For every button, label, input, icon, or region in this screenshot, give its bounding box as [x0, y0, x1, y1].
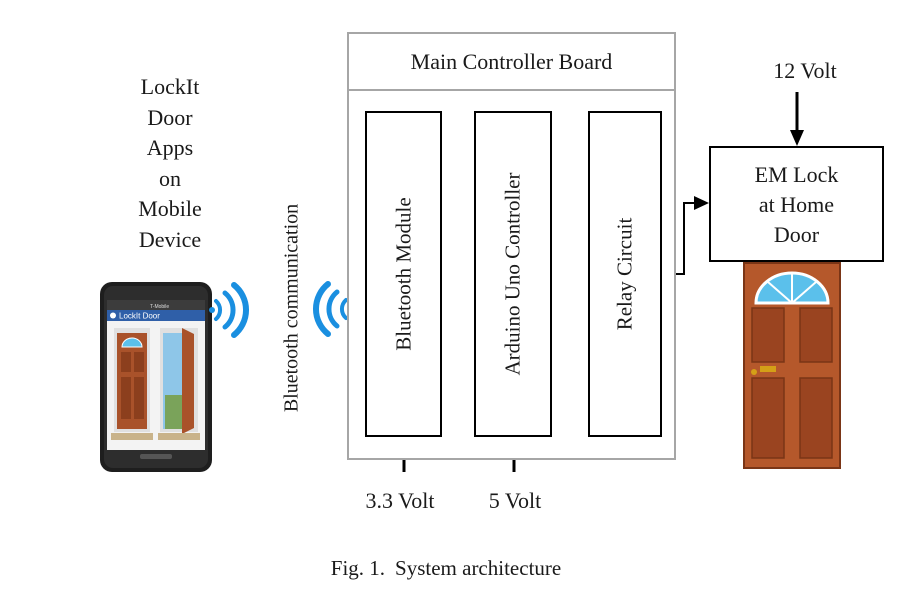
mobile-label-line: Door: [147, 104, 193, 130]
mobile-label-line: Device: [138, 226, 202, 252]
bluetooth-module-block: Bluetooth Module: [365, 111, 442, 437]
em-lock-line: at Home: [758, 192, 835, 217]
wireless-signal-icon: [313, 281, 353, 337]
phone-carrier: T-Mobile: [150, 304, 169, 310]
arduino-controller-block: Arduino Uno Controller: [474, 111, 552, 437]
wireless-signal-icon: [209, 282, 249, 338]
em-lock-line: Door: [773, 222, 820, 247]
em-lock-block: EM Lock at Home Door: [709, 146, 884, 262]
voltage-12v-label: 12 Volt: [773, 58, 837, 83]
voltage-5v-label: 5 Volt: [488, 488, 542, 513]
figure-number: Fig. 1.: [330, 556, 386, 580]
figure-caption: Fig. 1. System architecture: [0, 556, 902, 581]
bluetooth-communication-text: Bluetooth communication: [280, 203, 303, 413]
figure-caption-text: System architecture: [395, 556, 562, 580]
mobile-label-line: on: [159, 165, 181, 191]
phone-image: T-Mobile LockIt Door: [100, 282, 212, 472]
door-image: [736, 262, 848, 471]
phone-app-title: LockIt Door: [119, 312, 160, 321]
em-lock-line: EM Lock: [754, 162, 839, 187]
mobile-label-line: Apps: [146, 135, 194, 160]
relay-circuit-label: Relay Circuit: [612, 217, 637, 331]
bluetooth-module-label: Bluetooth Module: [391, 197, 415, 351]
mobile-device-label: LockIt Door Apps on Mobile Device: [110, 72, 230, 255]
mobile-label-line: LockIt: [140, 74, 200, 99]
voltage-3v3-label: 3.3 Volt: [365, 488, 435, 513]
arduino-controller-label: Arduino Uno Controller: [500, 172, 525, 376]
main-board-title: Main Controller Board: [349, 34, 674, 91]
relay-circuit-block: Relay Circuit: [588, 111, 662, 437]
mobile-label-line: Mobile: [138, 196, 202, 221]
